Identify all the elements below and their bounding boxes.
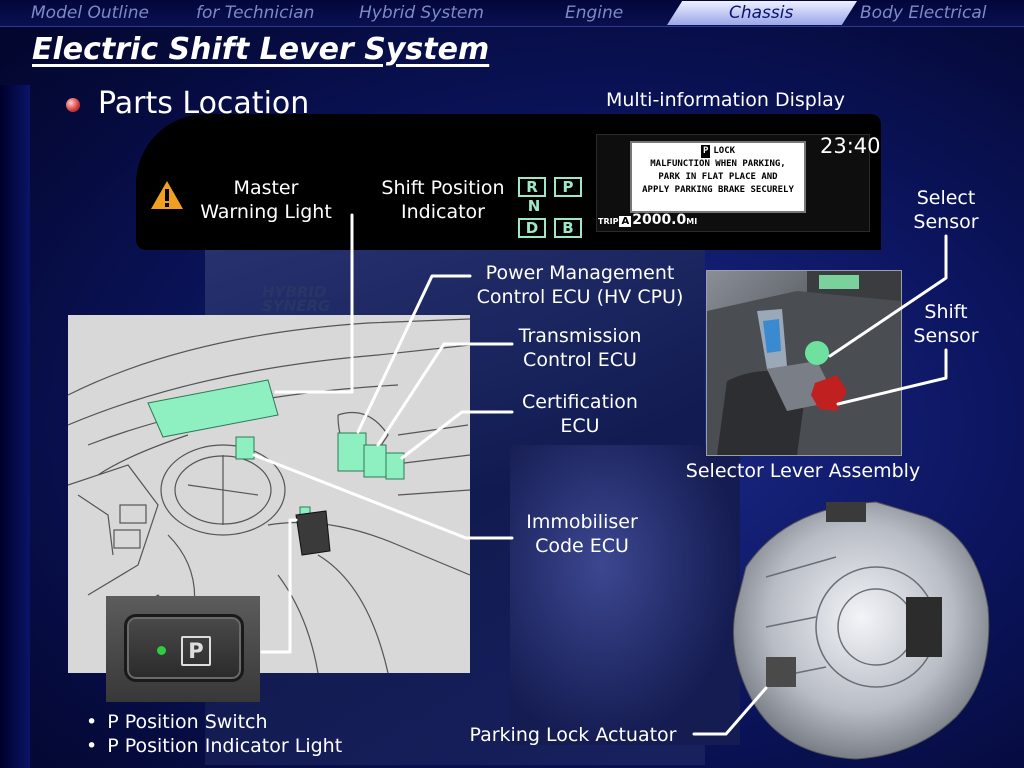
label-master-warning-light: Master Warning Light (190, 176, 342, 224)
nav-tab-model-outline[interactable]: Model Outline (31, 3, 149, 23)
message-line-3: APPLY PARKING BRAKE SECURELY (642, 185, 794, 195)
trip-value: 2000.0 (632, 212, 687, 228)
trip-unit: MI (686, 217, 698, 226)
hybrid-badge-line2: SYNERG (262, 297, 331, 315)
transmission-ecu-highlight (363, 444, 387, 478)
shift-letter-p: P (554, 177, 582, 197)
label-parking-lock-actuator: Parking Lock Actuator (469, 724, 677, 746)
warning-triangle-icon (151, 181, 183, 209)
lock-word: LOCK (713, 146, 736, 156)
label-transmission-control-ecu: Transmission Control ECU (506, 324, 654, 372)
transaxle-photo (726, 497, 994, 762)
immobiliser-ecu-highlight (235, 436, 255, 460)
message-line-2: PARK IN FLAT PLACE AND (658, 172, 778, 182)
shift-letter-b: B (554, 218, 582, 238)
p-switch-letter: P (181, 636, 211, 666)
certification-ecu-highlight (385, 452, 405, 480)
label-select-sensor-line2: Sensor (913, 211, 979, 233)
label-select-sensor: Select Sensor (900, 186, 992, 234)
nav-tab-chassis[interactable]: Chassis (729, 3, 794, 23)
display-clock: 23:40 (820, 134, 881, 158)
selector-lever-drawing (295, 510, 331, 556)
selector-lever-photo-svg (707, 271, 901, 455)
power-management-ecu-highlight (337, 432, 367, 472)
bullet-list: P Position Switch P Position Indicator L… (86, 710, 342, 758)
label-selector-lever-assembly: Selector Lever Assembly (685, 460, 921, 482)
shift-letter-d: D (518, 218, 546, 238)
label-power-management-ecu: Power Management Control ECU (HV CPU) (466, 261, 694, 309)
label-immobiliser-line2: Code ECU (535, 535, 629, 557)
hybrid-synergy-badge: HYBRID SYNERG (262, 285, 352, 315)
label-power-mgmt-line1: Power Management (485, 262, 675, 284)
bullet-p-position-switch: P Position Switch (86, 710, 342, 734)
label-shift-position-indicator: Shift Position Indicator (368, 176, 518, 224)
trip-label: TRIP (598, 217, 619, 226)
label-immobiliser-line1: Immobiliser (526, 511, 638, 533)
nav-tab-engine[interactable]: Engine (565, 3, 624, 23)
label-master-warning-line1: Master (233, 177, 299, 199)
shift-letter-r: R (518, 177, 546, 197)
label-certification-line1: Certification (522, 391, 638, 413)
trip-letter: A (619, 216, 632, 227)
label-transmission-line2: Control ECU (523, 349, 637, 371)
red-sphere-bullet-icon (66, 98, 80, 112)
p-position-indicator-light (157, 646, 166, 655)
bullet-p-position-indicator-light: P Position Indicator Light (86, 734, 342, 758)
label-shift-position-line2: Indicator (401, 201, 485, 223)
background-left-strip (0, 85, 30, 768)
combination-meter-highlight (147, 379, 279, 438)
label-master-warning-line2: Warning Light (200, 201, 332, 223)
label-power-mgmt-line2: Control ECU (HV CPU) (476, 286, 684, 308)
nav-tab-body-electrical[interactable]: Body Electrical (860, 3, 987, 23)
nav-active-highlight (667, 1, 857, 25)
label-shift-position-line1: Shift Position (381, 177, 505, 199)
shift-position-indicator: R P N D B (516, 176, 582, 238)
label-shift-sensor-line2: Sensor (913, 325, 979, 347)
message-line-1: MALFUNCTION WHEN PARKING, (650, 159, 786, 169)
p-position-switch (124, 614, 244, 682)
label-select-sensor-line1: Select (916, 187, 976, 209)
label-certification-line2: ECU (560, 415, 600, 437)
background-car-photo-detail (510, 445, 740, 745)
nav-tab-hybrid-system[interactable]: Hybrid System (359, 3, 484, 23)
label-shift-sensor-line1: Shift (924, 301, 968, 323)
label-certification-ecu: Certification ECU (506, 390, 654, 438)
page-title: Electric Shift Lever System (32, 32, 490, 67)
selector-lever-photo (706, 270, 902, 456)
shift-letter-n: N (527, 197, 541, 215)
label-transmission-line1: Transmission (518, 325, 642, 347)
transaxle-photo-svg (733, 501, 990, 760)
label-immobiliser-code-ecu: Immobiliser Code ECU (508, 510, 656, 558)
p-lock-badge: P (700, 145, 711, 158)
label-multi-information-display: Multi-information Display (606, 89, 846, 111)
label-shift-sensor: Shift Sensor (900, 300, 992, 348)
nav-tab-for-technician[interactable]: for Technician (196, 3, 315, 23)
top-navigation: Model Outline for Technician Hybrid Syst… (0, 0, 1024, 27)
